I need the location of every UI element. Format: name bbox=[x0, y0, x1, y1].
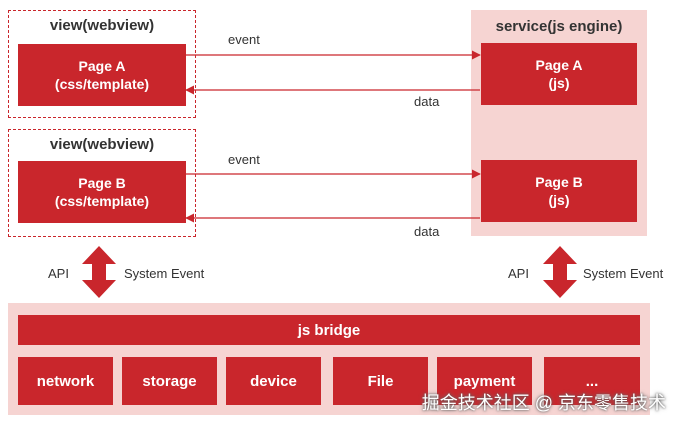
event-label-b: event bbox=[228, 152, 260, 167]
service-page-b-name: Page B bbox=[535, 174, 583, 190]
view-panel-b: view(webview) Page B (css/template) bbox=[8, 129, 196, 237]
right-system-event-label: System Event bbox=[583, 266, 664, 281]
right-api-label: API bbox=[508, 266, 529, 281]
module-network: network bbox=[18, 357, 113, 405]
right-double-arrow-icon bbox=[543, 246, 577, 298]
event-label-a: event bbox=[228, 32, 260, 47]
service-panel-title: service(js engine) bbox=[495, 18, 623, 35]
module-storage: storage bbox=[122, 357, 217, 405]
left-api-label: API bbox=[48, 266, 69, 281]
service-page-a-name: Page A bbox=[535, 57, 583, 73]
left-system-event-label: System Event bbox=[124, 266, 205, 281]
watermark-text: 掘金技术社区 @ 京东零售技术 bbox=[421, 393, 666, 413]
view-page-b-name: Page B bbox=[78, 175, 126, 191]
view-page-a-name: Page A bbox=[78, 58, 126, 74]
data-label-a: data bbox=[414, 94, 440, 109]
view-page-a-box: Page A (css/template) bbox=[18, 44, 186, 106]
bridge-panel: js bridge network storage device File pa… bbox=[8, 303, 650, 415]
module-file: File bbox=[333, 357, 428, 405]
service-page-b-desc: (js) bbox=[548, 192, 570, 208]
view-page-b-box: Page B (css/template) bbox=[18, 161, 186, 223]
data-label-b: data bbox=[414, 224, 440, 239]
service-page-a-desc: (js) bbox=[548, 75, 570, 91]
js-bridge-bar: js bridge bbox=[18, 315, 640, 345]
view-page-a-desc: (css/template) bbox=[54, 76, 150, 92]
module-payment: payment bbox=[437, 357, 532, 405]
left-double-arrow-icon bbox=[82, 246, 116, 298]
module-device: device bbox=[226, 357, 321, 405]
module-more: ... bbox=[544, 357, 640, 405]
view-panel-a: view(webview) Page A (css/template) bbox=[8, 10, 196, 118]
service-page-b-box: Page B (js) bbox=[481, 160, 637, 222]
view-page-b-desc: (css/template) bbox=[54, 193, 150, 209]
service-page-a-box: Page A (js) bbox=[481, 43, 637, 105]
service-panel: service(js engine) Page A (js) Page B (j… bbox=[471, 10, 647, 236]
view-panel-title: view(webview) bbox=[49, 136, 155, 153]
view-panel-title: view(webview) bbox=[49, 17, 155, 34]
